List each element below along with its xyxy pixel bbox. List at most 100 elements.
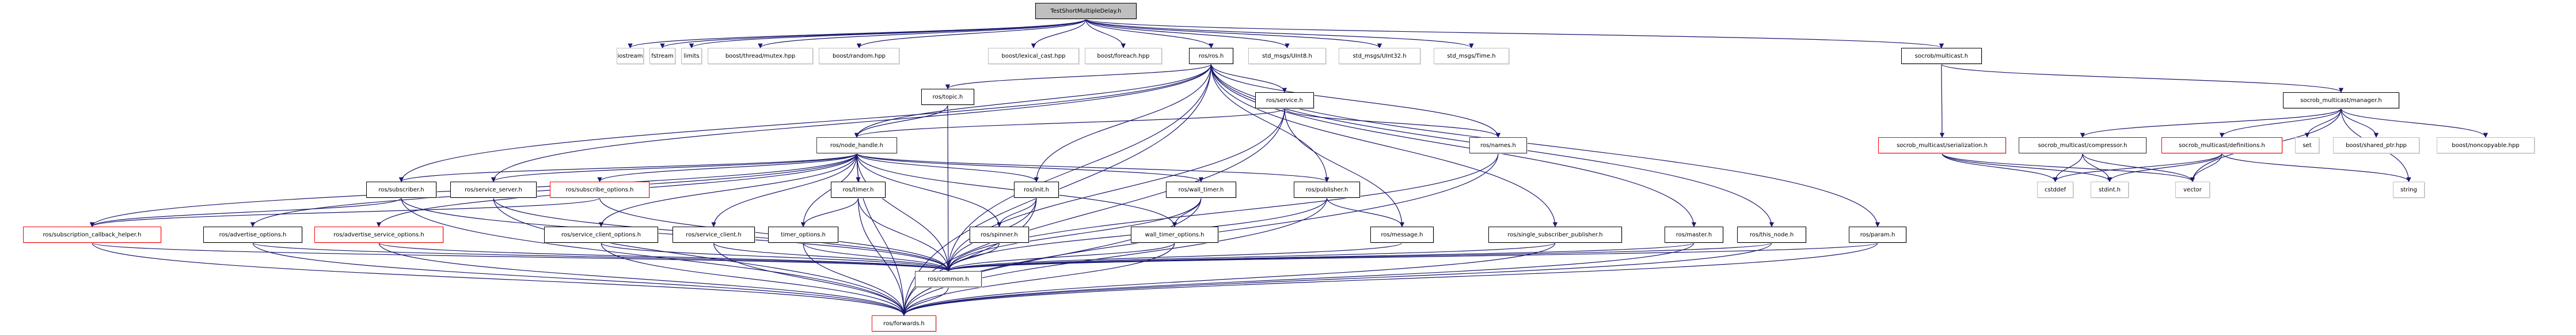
edge-srvclientopts-to-forwards [601,242,907,316]
node-set[interactable]: set [2295,137,2319,153]
edge-timer-to-forwards [857,197,907,316]
edge-root-to-foreach [1085,18,1126,48]
node-ros-publisher[interactable]: ros/publisher.h [1294,182,1360,198]
node-ros-wall-timer[interactable]: ros/wall_timer.h [1166,182,1236,198]
edge-serialization-to-stdint [1942,153,2113,182]
edge-advopts-to-forwards [252,242,907,316]
node-socrob-multicast-compressor[interactable]: socrob_multicast/compressor.h [2019,137,2146,153]
edge-ros-to-master [1210,63,1697,227]
edge-ros-to-serviceserver [491,63,1212,182]
node-ros-init[interactable]: ros/init.h [1014,182,1059,198]
node-ros-topic[interactable]: ros/topic.h [921,89,974,105]
node-boost-noncopyable[interactable]: boost/noncopyable.hpp [2437,137,2535,153]
node-ros-param[interactable]: ros/param.h [1849,227,1906,243]
edge-root-to-uint8 [1085,18,1290,48]
edge-param-to-forwards [902,242,1878,316]
edge-root-to-mutex [758,18,1086,48]
node-ros-ros[interactable]: ros/ros.h [1189,48,1233,64]
edge-multicast-to-manager [1941,63,2343,93]
node-ros-node-handle[interactable]: ros/node_handle.h [816,137,897,153]
node-boost-lexical-cast[interactable]: boost/lexical_cast.hpp [988,48,1079,64]
edge-nodehandle-to-srvclient [711,153,857,227]
node-fstream[interactable]: fstream [649,48,675,64]
edge-thisnode-to-forwards [901,242,1772,316]
node-ros-forwards[interactable]: ros/forwards.h [872,315,936,332]
edge-init-to-spinner [997,197,1037,227]
edge-root-to-fstream [660,18,1086,48]
node-ros-message[interactable]: ros/message.h [1370,227,1434,243]
node-ros-common[interactable]: ros/common.h [915,271,982,287]
edge-thisnode-to-common [946,242,1772,272]
node-ros-spinner[interactable]: ros/spinner.h [970,227,1029,243]
edge-nodehandle-to-common [856,153,951,272]
node-boost-thread-mutex[interactable]: boost/thread/mutex.hpp [708,48,813,64]
node-cstddef[interactable]: cstddef [2037,182,2073,198]
edge-nodehandle-to-walltimer [856,153,1204,182]
edge-root-to-lexical [1031,18,1086,48]
node-ros-service-server[interactable]: ros/service_server.h [450,182,537,198]
node-wall-timer-options[interactable]: wall_timer_options.h [1131,227,1218,243]
edge-manager-to-set [2304,108,2342,138]
node-socrob-multicast[interactable]: socrob/multicast.h [1901,48,1982,64]
node-socrob-multicast-serialization[interactable]: socrob_multicast/serialization.h [1878,137,2006,153]
node-boost-foreach[interactable]: boost/foreach.hpp [1085,48,1162,64]
edge-publisher-to-message [1326,197,1405,227]
node-ros-subscribe-options[interactable]: ros/subscribe_options.h [550,182,649,198]
node-ros-timer[interactable]: ros/timer.h [831,182,886,198]
edge-publisher-to-forwards [901,197,1328,316]
node-timer-options[interactable]: timer_options.h [768,227,838,243]
node-root[interactable]: TestShortMultipleDelay.h [1035,3,1137,19]
edge-ssp-to-forwards [901,242,1556,316]
edge-timeropts-to-common [803,242,951,272]
edge-root-to-time [1085,18,1474,48]
node-std-msgs-time[interactable]: std_msgs/Time.h [1434,48,1509,64]
node-ros-subscription-callback-helper[interactable]: ros/subscription_callback_helper.h [23,227,161,243]
node-ros-advertise-options[interactable]: ros/advertise_options.h [203,227,302,243]
node-ros-service-client-options[interactable]: ros/service_client_options.h [544,227,658,243]
node-limits[interactable]: limits [681,48,702,64]
node-ros-master[interactable]: ros/master.h [1665,227,1723,243]
edge-advsrvopts-to-forwards [378,242,907,316]
node-ros-single-subscriber-publisher[interactable]: ros/single_subscriber_publisher.h [1488,227,1622,243]
node-iostream[interactable]: iostream [617,48,644,64]
node-boost-shared-ptr[interactable]: boost/shared_ptr.hpp [2333,137,2419,153]
node-ros-this-node[interactable]: ros/this_node.h [1737,227,1806,243]
edge-timer-to-common [857,197,951,272]
edge-serialization-to-vector [1942,153,2195,182]
node-ros-service-client[interactable]: ros/service_client.h [673,227,755,243]
edge-param-to-common [946,242,1878,272]
node-ros-service[interactable]: ros/service.h [1255,92,1314,108]
edge-subcbhelper-to-forwards [92,242,907,316]
node-ros-names[interactable]: ros/names.h [1469,137,1527,153]
edge-service-to-nodehandle [854,108,1285,138]
node-std-msgs-uint32[interactable]: std_msgs/UInt32.h [1339,48,1420,64]
node-socrob-multicast-manager[interactable]: socrob_multicast/manager.h [2283,92,2399,108]
edge-nodehandle-to-subscribeopts [597,153,857,182]
edge-manager-to-compressor [2080,108,2342,138]
edge-nodehandle-to-srvclientopts [598,153,857,227]
node-std-msgs-uint8[interactable]: std_msgs/UInt8.h [1248,48,1326,64]
edge-ros-to-topic [945,63,1212,89]
node-socrob-multicast-definitions[interactable]: socrob_multicast/definitions.h [2161,137,2282,153]
edge-ros-to-nodehandle [854,63,1212,138]
edge-nodehandle-to-spinner [856,153,1002,227]
edge-ros-to-common [945,63,1212,272]
node-stdint[interactable]: stdint.h [2091,182,2129,198]
edge-advsrvopts-to-common [378,242,951,272]
node-ros-advertise-service-options[interactable]: ros/advertise_service_options.h [314,227,443,243]
edge-ros-to-init [1034,63,1212,182]
edge-names-to-common [945,153,1499,272]
edge-walltimeropts-to-common [945,242,1175,272]
edge-definitions-to-string [2221,153,2411,182]
node-vector[interactable]: vector [2175,182,2210,198]
edge-root-to-uint32 [1085,18,1382,48]
edge-timer-to-timeropts [800,197,859,227]
node-string[interactable]: string [2393,182,2425,198]
edge-master-to-forwards [901,242,1694,316]
edge-service-to-message [1284,108,1405,227]
edge-advopts-to-common [252,242,951,272]
edge-compressor-to-cstddef [2053,153,2083,182]
node-ros-subscriber[interactable]: ros/subscriber.h [366,182,436,198]
node-boost-random[interactable]: boost/random.hpp [819,48,899,64]
edge-topic-to-nodehandle [854,104,948,138]
